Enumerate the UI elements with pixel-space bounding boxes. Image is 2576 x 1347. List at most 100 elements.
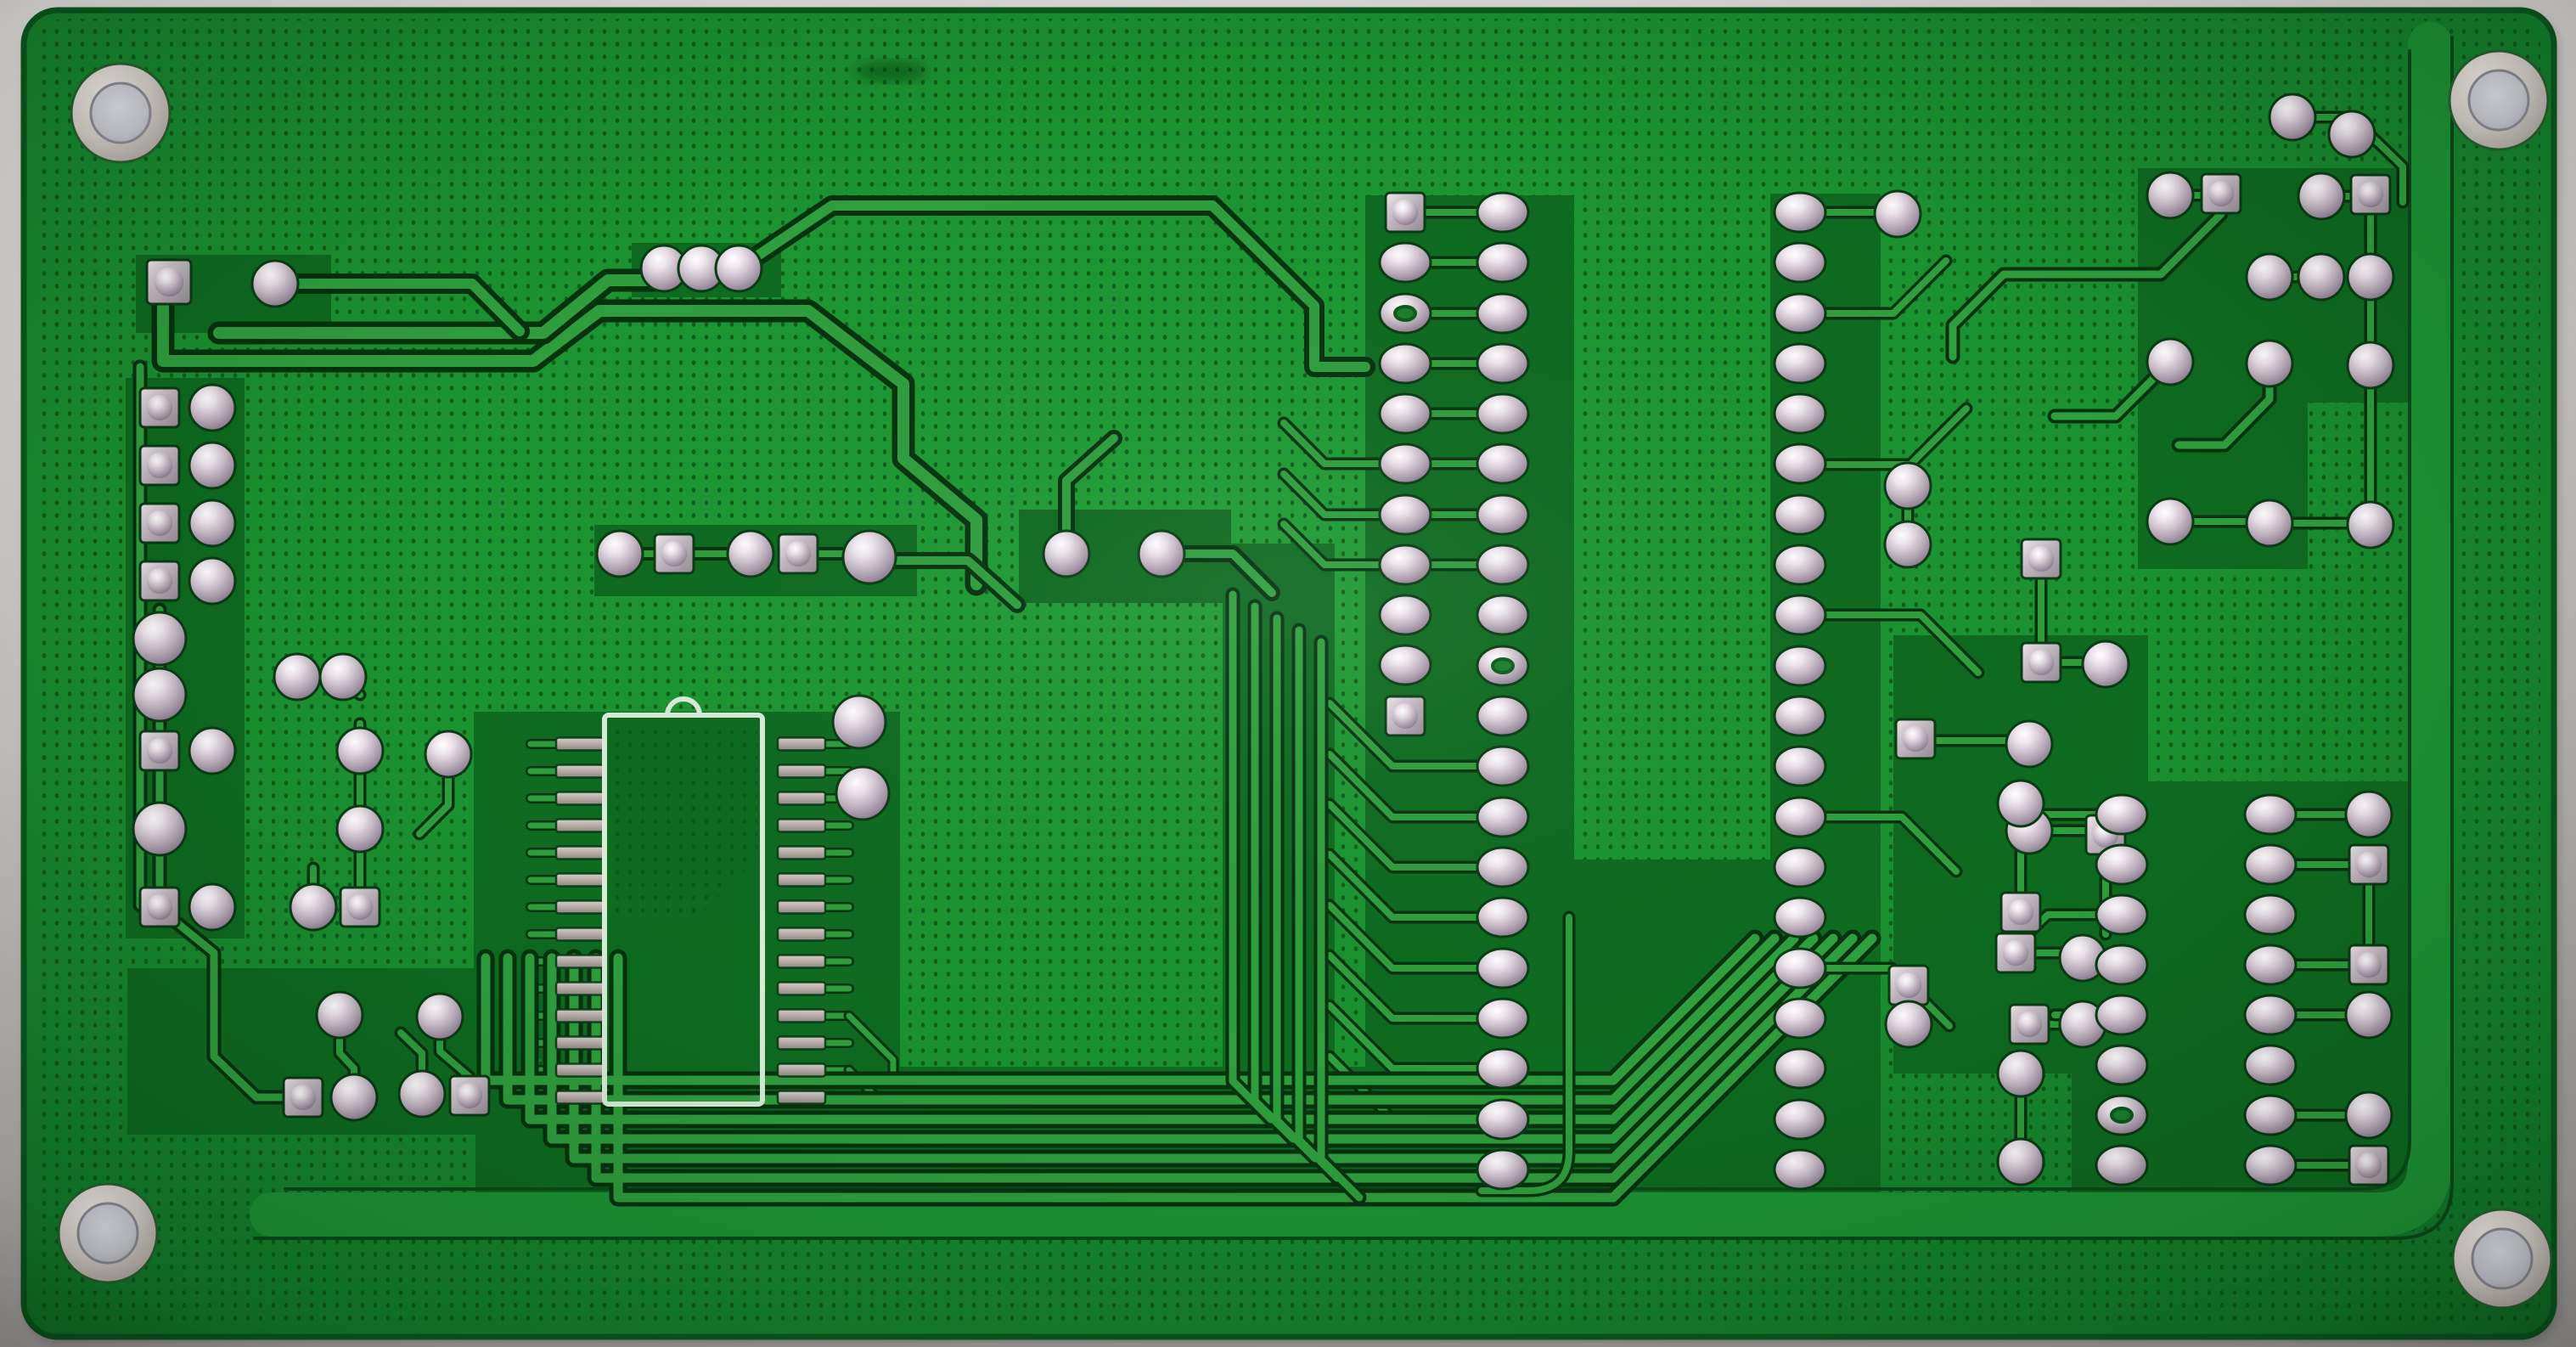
smd-pad-bar: [554, 764, 605, 779]
solder-pad-oval: [1773, 342, 1827, 385]
smd-pad-bar: [776, 1062, 827, 1078]
solder-pad-round: [188, 441, 237, 490]
solder-pad-round: [831, 694, 887, 750]
solder-pad-oval: [1773, 594, 1827, 636]
solder-dome: [146, 893, 173, 921]
solder-dome: [661, 540, 688, 567]
solder-pad-round: [188, 726, 237, 775]
solder-pad-oval: [1476, 846, 1530, 888]
solder-dome: [2208, 180, 2235, 207]
solder-pad-oval: [1476, 342, 1530, 385]
smd-pad-bar: [776, 872, 827, 888]
solder-pad-oval: [2095, 994, 2149, 1036]
smd-pad-bar: [554, 736, 605, 752]
solder-pad-oval: [2243, 1044, 2298, 1086]
solder-pad-oval: [2095, 893, 2149, 936]
solder-pad-round: [315, 990, 364, 1040]
solder-dome: [785, 540, 812, 567]
smd-pad-bar: [554, 899, 605, 915]
solder-pad-round: [2327, 110, 2376, 159]
solder-pad-oval: [1476, 544, 1530, 586]
solder-dome: [2355, 1152, 2382, 1179]
solder-pad-oval: [1476, 1098, 1530, 1141]
solder-pad-oval: [1773, 493, 1827, 536]
solder-pad-round: [2005, 719, 2054, 769]
solder-dome: [2007, 899, 2034, 926]
solder-pad-oval: [1476, 292, 1530, 335]
solder-pad-round: [2346, 341, 2395, 390]
smd-pad-bar: [776, 845, 827, 860]
solder-pad-round: [318, 652, 368, 702]
solder-dome: [1392, 702, 1419, 730]
solder-pad-round: [2081, 640, 2130, 689]
copper-clearance: [1770, 194, 1881, 1196]
solder-pad-oval: [1378, 644, 1432, 686]
solder-pad-oval: [1773, 997, 1827, 1040]
solder-pad-oval: [1378, 392, 1432, 435]
smd-pad-bar: [554, 927, 605, 942]
solder-dome: [146, 452, 173, 479]
solder-pad-oval: [1773, 1098, 1827, 1141]
solder-pad-oval: [1378, 594, 1432, 636]
solder-pad-round: [273, 652, 322, 702]
solder-pad-oval: [1476, 997, 1530, 1040]
open-through-hole: [1491, 657, 1515, 674]
solder-pad-oval: [1476, 392, 1530, 435]
smd-pad-bar: [776, 764, 827, 779]
solder-pad-round: [132, 667, 188, 723]
solder-pad-round: [335, 726, 385, 775]
solder-pad-oval: [2095, 944, 2149, 986]
mounting-hole: [89, 82, 152, 144]
solder-pad-round: [2344, 990, 2393, 1040]
solder-pad-oval: [2243, 793, 2298, 836]
smd-pad-bar: [554, 1062, 605, 1078]
solder-pad-round: [1996, 1049, 2045, 1098]
solder-pad-oval: [2243, 893, 2298, 936]
solder-pad-round: [1996, 779, 2045, 828]
solder-pad-round: [397, 1069, 447, 1119]
solder-dome: [154, 267, 184, 297]
solder-pad-round: [2297, 172, 2346, 221]
solder-pad-round: [2344, 1091, 2393, 1140]
solder-pad-round: [2146, 337, 2195, 386]
solder-pad-oval: [1378, 544, 1432, 586]
solder-dome: [1902, 725, 1929, 752]
solder-pad-round: [188, 556, 237, 606]
solder-pad-oval: [1773, 1047, 1827, 1090]
smd-pad-bar: [554, 981, 605, 996]
solder-pad-round: [424, 730, 473, 779]
solder-pad-oval: [1773, 745, 1827, 787]
solder-pad-round: [2146, 497, 2195, 546]
smd-pad-bar: [554, 818, 605, 833]
solder-pad-round: [2245, 499, 2294, 548]
solder-pad-oval: [1773, 292, 1827, 335]
smd-pad-bar: [776, 1008, 827, 1023]
mounting-hole: [76, 1202, 139, 1265]
solder-dome: [2355, 951, 2382, 978]
solder-pad-oval: [1476, 1148, 1530, 1191]
solder-pad-oval: [1773, 896, 1827, 938]
solder-dome: [1895, 972, 1922, 999]
solder-dome: [146, 510, 173, 537]
solder-dome: [146, 394, 173, 421]
smd-pad-bar: [776, 1035, 827, 1051]
solder-pad-oval: [1476, 695, 1530, 737]
solder-pad-oval: [1773, 1148, 1827, 1191]
solder-pad-round: [289, 882, 338, 932]
smd-pad-bar: [554, 1008, 605, 1023]
solder-pad-round: [2297, 252, 2346, 302]
solder-dome: [146, 567, 173, 595]
solder-pad-round: [132, 801, 188, 857]
solder-pad-round: [188, 499, 237, 548]
solder-pad-round: [1883, 461, 1932, 510]
smd-pad-bar: [776, 1090, 827, 1105]
smd-pad-bar: [776, 981, 827, 996]
solder-pad-oval: [2095, 1144, 2149, 1186]
smd-pad-bar: [776, 818, 827, 833]
solder-pad-round: [2245, 252, 2294, 302]
solder-pad-round: [714, 244, 763, 293]
smd-pad-bar: [554, 1090, 605, 1105]
solder-pad-round: [2346, 500, 2395, 550]
open-through-hole: [1393, 305, 1417, 322]
solder-pad-oval: [1476, 947, 1530, 989]
